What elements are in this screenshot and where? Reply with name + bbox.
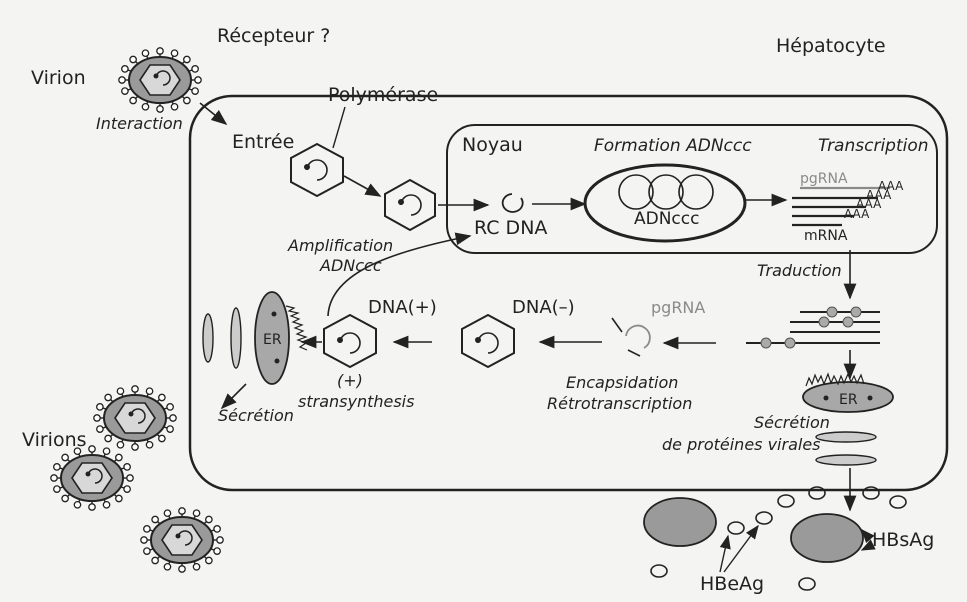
dna-minus-label: DNA(–) bbox=[512, 297, 575, 318]
capsid-dna-plus bbox=[324, 315, 376, 367]
ribosomes bbox=[761, 307, 861, 348]
arrow-virion-to-entry bbox=[200, 103, 226, 124]
arrow-capsid-to-capsid bbox=[344, 176, 380, 196]
secretion-proteins-label-2: de protéines virales bbox=[662, 435, 821, 454]
ccc-dna-circle-1 bbox=[619, 175, 653, 209]
hbsag-particle-right bbox=[791, 514, 863, 562]
plus-strand-label-2: stransynthesis bbox=[298, 392, 414, 411]
hepatocyte-label: Hépatocyte bbox=[776, 35, 886, 57]
secretion-proteins-label-1: Sécrétion bbox=[754, 413, 830, 432]
hbeag-label: HBeAg bbox=[700, 573, 764, 595]
er-right-label: ER bbox=[839, 392, 858, 408]
encapsidation-label-2: Rétrotranscription bbox=[547, 394, 692, 413]
entry-label: Entrée bbox=[232, 131, 294, 153]
virion-released-2 bbox=[51, 446, 133, 510]
vesicle-left-2 bbox=[203, 314, 213, 362]
virion-released-1 bbox=[94, 386, 176, 450]
ccc-dna-circle-2 bbox=[649, 175, 683, 209]
virion-entering bbox=[119, 48, 201, 112]
secretion-left-label: Sécrétion bbox=[218, 406, 294, 425]
rc-dna-circle bbox=[503, 194, 523, 212]
vesicle-left-1 bbox=[231, 308, 241, 368]
pgrna-mid-label: pgRNA bbox=[651, 298, 705, 317]
receptor-label: Récepteur ? bbox=[217, 25, 330, 47]
ccc-formation-label: Formation ADNccc bbox=[594, 136, 752, 156]
capsid-entry bbox=[291, 144, 343, 196]
vesicle-right-2 bbox=[816, 455, 876, 465]
pgrna-top-label: pgRNA bbox=[800, 171, 848, 187]
ccc-dna-compartment bbox=[585, 165, 745, 241]
virion-released-3 bbox=[141, 508, 223, 572]
svg-text:AAA: AAA bbox=[844, 207, 870, 221]
pgrna-capsid bbox=[612, 318, 650, 356]
mrna-label: mRNA bbox=[804, 228, 848, 244]
interaction-label: Interaction bbox=[96, 114, 183, 133]
polymerase-pointer bbox=[333, 107, 345, 148]
arrow-secretion-left bbox=[222, 384, 246, 408]
polymerase-label: Polymérase bbox=[328, 84, 438, 106]
adnccc-label: ADNccc bbox=[634, 209, 699, 229]
rc-dna-label: RC DNA bbox=[474, 217, 547, 239]
amplification-label-2: ADNccc bbox=[319, 256, 382, 275]
hbsag-particle-left bbox=[644, 498, 716, 546]
vesicle-right-1 bbox=[816, 432, 876, 442]
polya-tails: AAA AAA AAA AAA bbox=[844, 179, 904, 221]
hbsag-label: HBsAg bbox=[872, 529, 934, 551]
ccc-dna-circle-3 bbox=[679, 175, 713, 209]
er-left-label: ER bbox=[263, 332, 282, 348]
virion-label: Virion bbox=[31, 67, 86, 89]
translation-label: Traduction bbox=[757, 261, 842, 280]
encapsidation-label-1: Encapsidation bbox=[566, 373, 678, 392]
plus-strand-label-1: (+) bbox=[337, 371, 363, 390]
capsid-near-nucleus bbox=[385, 180, 435, 230]
nucleus-label: Noyau bbox=[462, 134, 523, 156]
amplification-label-1: Amplification bbox=[287, 236, 393, 255]
capsid-dna-minus bbox=[462, 315, 514, 367]
dna-plus-label: DNA(+) bbox=[368, 297, 437, 318]
transcription-label: Transcription bbox=[818, 136, 929, 156]
